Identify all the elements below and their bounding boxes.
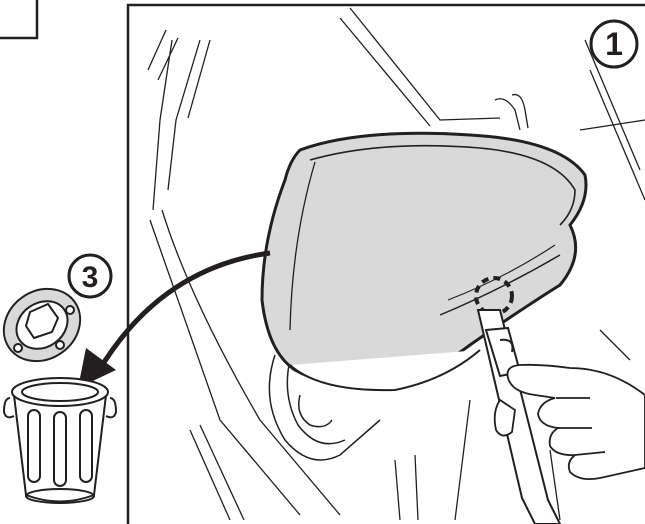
hook-tool-icon <box>476 309 562 524</box>
step-3-number: 3 <box>82 261 99 294</box>
main-panel-frame <box>126 3 645 524</box>
trash-can-icon <box>2 377 118 504</box>
removed-clip-icon <box>2 287 82 363</box>
mirror-base <box>268 354 381 461</box>
curved-arrow-head <box>78 348 116 388</box>
curved-arrow-icon <box>95 250 271 374</box>
previous-panel-frame <box>0 0 39 40</box>
mirror-cover-icon <box>260 131 588 392</box>
hand-icon <box>493 363 645 481</box>
step-1-marker: 1 <box>589 19 639 69</box>
step-3-marker: 3 <box>67 253 113 299</box>
step-1-number: 1 <box>605 26 623 62</box>
